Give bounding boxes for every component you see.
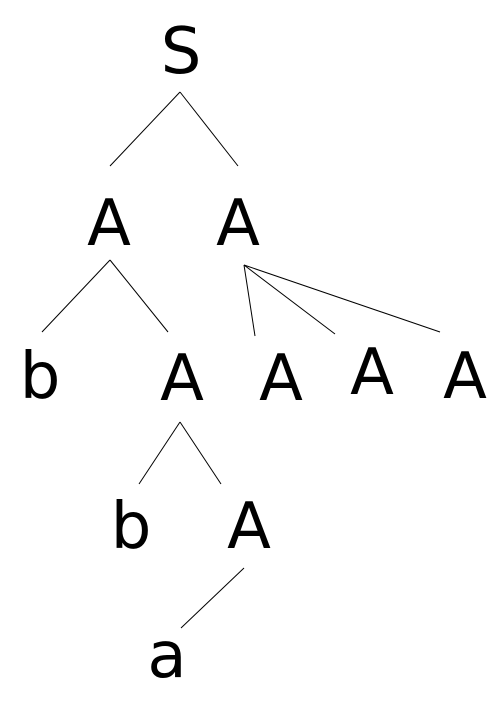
edge-a-right-to-a4 (243, 264, 441, 333)
edge-root-to-a-right (179, 91, 239, 167)
node-a-right: A (216, 187, 260, 261)
edge-a-inner-to-a-lower (179, 421, 222, 485)
edge-a-lower-to-a-leaf (180, 567, 245, 629)
node-a-leaf: a (147, 619, 186, 693)
edge-a-right-to-a2 (243, 264, 256, 337)
edge-a-left-to-b (41, 259, 111, 333)
tree-nodes: S A A b A A A A b A a (20, 15, 487, 693)
node-b-level2: b (20, 340, 61, 414)
edge-a-left-to-a-inner (109, 259, 169, 333)
node-a2: A (259, 342, 303, 416)
node-a-inner: A (160, 342, 204, 416)
node-a-lower: A (227, 490, 271, 564)
edge-a-right-to-a3 (243, 264, 336, 335)
node-a-left: A (87, 187, 131, 261)
edge-root-to-a-left (109, 91, 181, 167)
node-b-level3: b (111, 490, 152, 564)
node-root-s: S (161, 15, 202, 89)
node-a4: A (443, 340, 487, 414)
tree-edges (41, 91, 441, 629)
node-a3: A (350, 336, 394, 410)
edge-a-inner-to-b (138, 421, 181, 485)
